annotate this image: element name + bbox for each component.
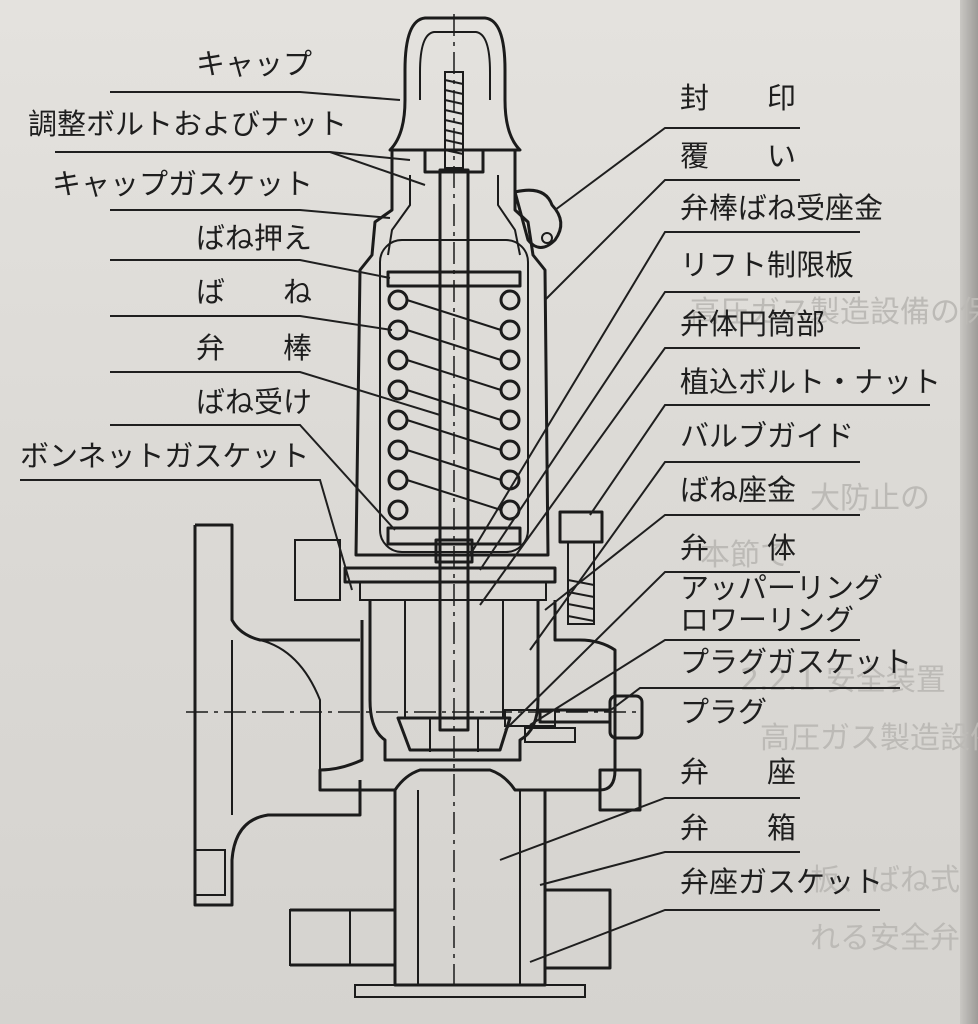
leader-seal — [554, 127, 800, 211]
label-upper-ring: アッパーリング — [680, 571, 883, 605]
ghost-text-1: 高圧ガス製造設備の保安 — [690, 295, 978, 330]
leader-stud-bolt-nut — [589, 404, 930, 516]
inlet-base — [354, 984, 586, 998]
stud-bolt — [567, 541, 595, 625]
leader-disc — [504, 571, 800, 731]
seal-pin — [541, 232, 553, 244]
outlet-upper — [195, 523, 360, 642]
cap-inner — [419, 31, 491, 100]
outlet-flange-outline — [193, 525, 362, 907]
inlet-flange — [290, 888, 612, 970]
bolt-thread — [444, 79, 464, 155]
leader-spring-retainer — [110, 259, 391, 279]
spring-coils — [387, 289, 521, 521]
leader-valve-box — [539, 851, 800, 886]
label-disc: 弁 体 — [680, 531, 796, 565]
label-seat-gasket: 弁座ガスケット — [680, 865, 883, 899]
valve-stem-shape — [438, 168, 470, 732]
leader-spring — [110, 315, 393, 331]
disc-inner — [429, 718, 479, 752]
ghost-text-6: 板、ばね式 — [810, 863, 960, 898]
label-seal: 封 印 — [680, 81, 796, 115]
leader-stem-spring-washer — [469, 231, 860, 556]
background-text: 高圧ガス製造設備の保安 大防止の 本節で 2.2.1 安全装置 高圧ガス製造設備… — [690, 295, 978, 956]
leader-body-cylinder — [479, 347, 860, 606]
outlet-passage — [231, 639, 321, 815]
leader-rings — [529, 639, 860, 726]
leader-cap-gasket — [110, 209, 391, 219]
label-body-cylinder: 弁体円筒部 — [680, 307, 825, 341]
label-valve-box: 弁 箱 — [680, 811, 796, 845]
label-bonnet-gasket: ボンネットガスケット — [20, 439, 309, 473]
spring-retainer-plate — [386, 270, 522, 288]
label-stud-bolt-nut: 植込ボルト・ナット — [680, 365, 941, 399]
label-cap: キャップ — [196, 47, 312, 81]
leader-seat-gasket — [529, 909, 880, 963]
label-plug: プラグ — [680, 695, 767, 729]
stud-thread — [567, 579, 595, 622]
seal-lug — [513, 188, 563, 249]
lower-ring-shape — [524, 727, 576, 743]
ghost-text-4: 2.2.1 安全装置 — [740, 663, 946, 698]
leader-valve-stem — [110, 371, 441, 416]
disc-shape — [396, 716, 512, 752]
ghost-text-7: れる安全弁 — [810, 921, 960, 956]
leader-cover — [544, 179, 800, 301]
leader-spring-seat — [110, 424, 396, 531]
label-stem-spring-washer: 弁棒ばね受座金 — [680, 191, 883, 225]
guide-housing — [368, 600, 540, 762]
label-spring: ば ね — [196, 275, 312, 309]
leader-bonnet-gasket — [20, 479, 353, 591]
lock-nut — [423, 148, 485, 174]
label-adjusting-bolt-nut: 調整ボルトおよびナット — [28, 107, 347, 141]
label-plug-gasket: プラグガスケット — [680, 645, 912, 679]
leader-plug-gasket — [607, 687, 900, 713]
label-valve-stem: 弁 棒 — [196, 331, 312, 365]
cap-shape — [388, 16, 522, 152]
leader-adjusting-bolt — [55, 151, 411, 161]
inlet-flange-left — [289, 909, 351, 966]
valve-drawing — [186, 14, 644, 998]
leader-adjusting-nut — [329, 151, 426, 186]
bonnet-outline — [354, 150, 550, 557]
ghost-text-5: 高圧ガス製造設備 — [760, 721, 978, 756]
outlet-lug — [194, 849, 226, 896]
bonnet-flange — [343, 566, 557, 584]
stud-nut — [558, 510, 604, 544]
label-cover: 覆 い — [680, 139, 796, 173]
leader-lift-stopper — [479, 291, 860, 571]
inlet-bore — [417, 790, 521, 985]
upper-ring-shape — [504, 709, 556, 727]
spring-seat-plate — [386, 526, 522, 546]
label-spring-retainer: ばね押え — [196, 221, 312, 255]
leader-valve-seat — [499, 797, 800, 861]
leader-cap — [110, 91, 401, 101]
label-valve-guide: バルブガイド — [680, 419, 854, 453]
book-edge — [960, 0, 978, 1024]
right-labels: 封 印 覆 い 弁棒ばね受座金 リフト制限板 弁体円筒部 植込ボルト・ナット バ… — [469, 81, 941, 963]
label-spring-seat: ばね受け — [196, 385, 312, 419]
ghost-text-2: 大防止の — [810, 481, 930, 516]
label-lower-ring: ロワーリング — [680, 603, 854, 637]
ghost-text-3: 本節で — [700, 538, 790, 573]
body-casting — [318, 600, 617, 792]
label-valve-seat: 弁 座 — [680, 755, 796, 789]
label-spring-washer: ばね座金 — [680, 473, 796, 507]
label-lift-stopper: リフト制限板 — [680, 248, 854, 282]
bonnet-gasket-shape — [359, 581, 547, 601]
leader-spring-washer — [544, 514, 860, 611]
left-labels: キャップ 調整ボルトおよびナット キャップガスケット ばね押え ば ね 弁 棒 … — [20, 47, 441, 591]
outlet-boss — [294, 539, 341, 601]
plug-head — [608, 694, 644, 740]
label-cap-gasket: キャップガスケット — [52, 167, 313, 201]
